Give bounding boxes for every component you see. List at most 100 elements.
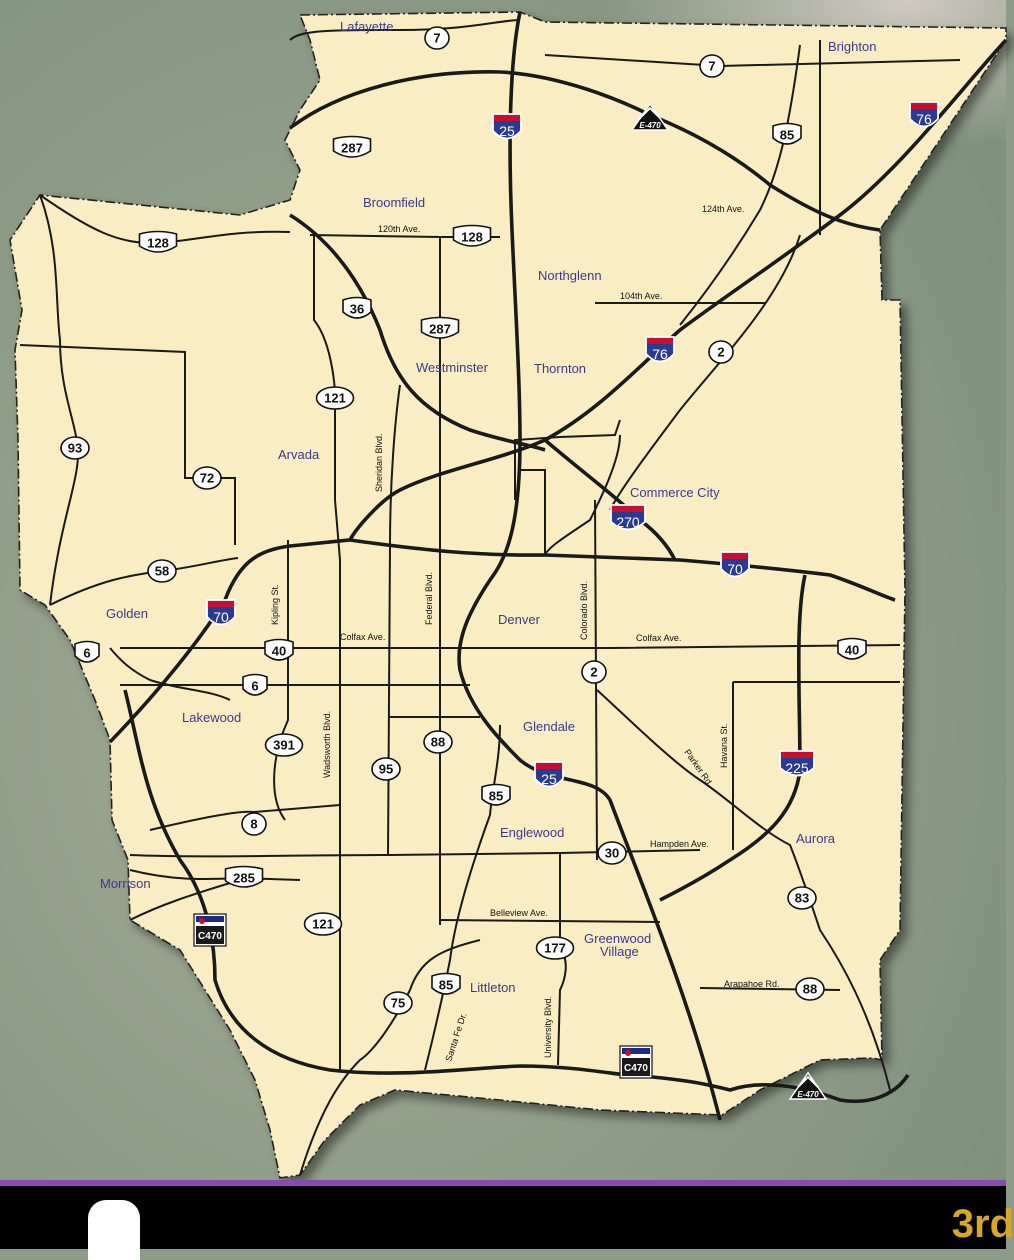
us-route-shield: 6 [74,640,100,663]
state-route-shield: 88 [423,730,453,754]
state-route-shield: 8 [241,812,267,836]
city-label: Commerce City [630,485,720,500]
us-route-shield: 36 [342,296,372,319]
route-number: 2 [717,345,724,360]
city-label: Lafayette [340,19,394,34]
state-route-shield: 83 [787,886,817,910]
route-number: 128 [147,236,169,251]
c470-label: C470 [624,1063,648,1074]
us-route-shield: 285 [224,865,264,888]
e470-north [288,70,881,232]
city-label: Morrison [100,876,151,891]
route-number: 40 [845,643,859,658]
state-route-shield: 75 [383,991,413,1015]
route-number: 287 [341,141,363,156]
city-label: Lakewood [182,710,241,725]
footer-text: 3rd [951,1202,1014,1246]
city-label: Westminster [416,360,489,375]
e470-marker: E-470 [630,102,670,131]
footer-bar: 3rd [0,1180,1014,1260]
road-network [19,11,1008,1176]
interstate-shield: 225 [779,750,815,777]
us-route-shield: 128 [452,224,492,247]
state-route-shield: 72 [192,466,222,490]
c470-label: C470 [198,931,222,942]
road-name-label: Hampden Ave. [650,839,709,849]
route-number: 2 [590,665,597,680]
route-number: 70 [727,561,743,577]
city-label: Arvada [278,447,320,462]
metro-region [9,11,1007,1179]
road-name-label: 120th Ave. [378,224,420,234]
us36 [289,213,546,452]
us-route-shield: 85 [431,972,461,995]
route-number: 76 [652,346,668,362]
us-route-shield: 287 [332,135,372,158]
route-number: 70 [213,609,229,625]
city-label: Aurora [796,831,836,846]
route-number: 58 [155,564,169,579]
e470-label: E-470 [797,1090,819,1099]
city-label: Denver [498,612,541,627]
road-name-label: 104th Ave. [620,291,662,301]
route-number: 7 [708,59,715,74]
route-number: 36 [350,302,364,317]
route-number: 30 [605,846,619,861]
city-labels: LafayetteBrightonBroomfieldNorthglennWes… [100,19,876,995]
road-name-label: Colfax Ave. [636,633,681,643]
us-route-shield: 40 [837,637,867,660]
city-label: Northglenn [538,268,602,283]
interstate-shield: 25 [492,113,522,140]
route-number: 95 [379,762,393,777]
city-label: Greenwood [584,931,651,946]
city-label: Littleton [470,980,516,995]
state-route-shield: 7 [699,54,725,78]
city-label: Englewood [500,825,564,840]
route-number: 93 [68,441,82,456]
state-route-shield: 121 [315,386,355,410]
us-route-shield: 40 [264,638,294,661]
interstate-shield: 70 [720,551,750,578]
route-number: 76 [916,111,932,127]
us-route-shield: 85 [481,783,511,806]
c470-marker: C470 [619,1045,653,1079]
city-label: Thornton [534,361,586,376]
interstate-shield: 270 [610,504,646,531]
road-name-label: 124th Ave. [702,204,744,214]
e470-label: E-470 [639,121,661,130]
us-route-shield: 6 [242,673,268,696]
logo-mark [88,1200,140,1260]
state-route-shield: 30 [597,841,627,865]
route-number: 121 [312,917,334,932]
state-route-shield: 391 [264,733,304,757]
route-number: 6 [83,646,90,661]
us-route-shield: 287 [420,316,460,339]
road-name-label: Arapahoe Rd. [724,979,780,989]
city-label: Broomfield [363,195,425,210]
c470-marker: C470 [193,913,227,947]
route-shields: 7729372581212889539183083121758817728785… [60,26,939,1100]
c470 [123,689,910,1104]
road-name-label: Colfax Ave. [340,632,385,642]
i70 [108,538,896,744]
road-name-label: Kipling St. [270,584,280,625]
route-number: 7 [433,31,440,46]
route-number: 25 [541,771,557,787]
route-number: 88 [431,735,445,750]
route-number: 83 [795,891,809,906]
interstate-shield: 76 [645,336,675,363]
road-name-label: Federal Blvd. [424,572,434,625]
route-number: 85 [780,128,794,143]
route-number: 85 [439,978,453,993]
route-number: 177 [544,941,566,956]
state-route-shield: 121 [303,912,343,936]
route-number: 225 [785,760,809,776]
route-number: 6 [251,679,258,694]
route-number: 85 [489,789,503,804]
route-number: 270 [616,514,640,530]
route-number: 75 [391,996,405,1011]
road-name-label: Wadsworth Blvd. [322,711,332,778]
road-name-label: Belleview Ave. [490,908,548,918]
us-route-shield: 85 [772,122,802,145]
